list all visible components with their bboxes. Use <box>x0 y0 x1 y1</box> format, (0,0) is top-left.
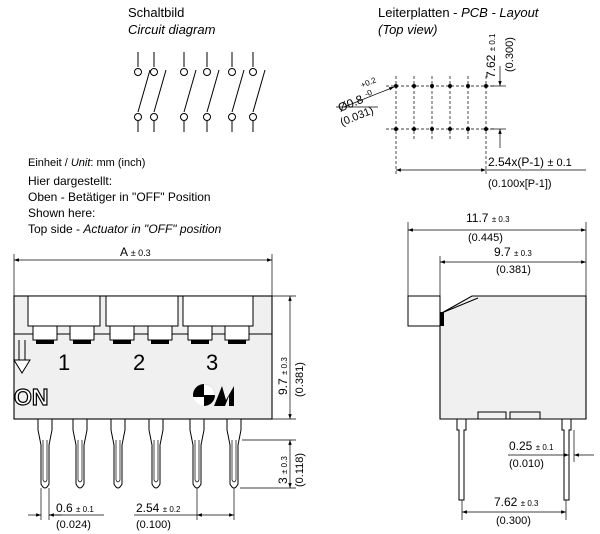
pin-thickness: 0.25 <box>509 439 533 453</box>
top-side-en: Top side - <box>28 222 83 236</box>
actuator-slot <box>182 295 254 327</box>
circuit-title-en: Circuit diagram <box>128 22 216 37</box>
manufacturer-logo-icon <box>193 384 234 407</box>
circuit-switch <box>228 52 266 132</box>
actuators <box>32 325 250 344</box>
side-body-width-tol: ± 0.3 <box>514 249 532 258</box>
side-overall-width-tol: ± 0.3 <box>492 215 510 224</box>
pcb-title-de: Leiterplatten - <box>378 5 461 20</box>
switch-number: 2 <box>133 350 145 375</box>
pcb-hole-grid <box>386 76 496 176</box>
circuit-switch <box>134 52 167 132</box>
pin-pitch-inch: (0.100) <box>136 519 171 531</box>
unit-label-de: Einheit / <box>28 157 71 169</box>
pin-length-inch: (0.118) <box>294 453 306 487</box>
side-body-width-inch: (0.381) <box>496 264 531 276</box>
front-view: A ± 0.3 <box>13 245 306 531</box>
side-actuator <box>407 295 441 327</box>
pin-thickness-tol: ± 0.1 <box>536 443 554 452</box>
circuit-title-de: Schaltbild <box>128 5 184 20</box>
front-height-tol: ± 0.3 <box>280 357 289 375</box>
shown-label-de: Hier dargestellt: <box>28 174 112 188</box>
pin-width-tol: ± 0.1 <box>76 505 94 514</box>
pcb-row-spacing-tol: ± 0.1 <box>488 33 497 51</box>
pin-pitch: 2.54 <box>136 501 160 515</box>
svg-text:7.62 ± 0.1: 7.62 ± 0.1 <box>484 33 498 78</box>
side-row-spacing-inch: (0.300) <box>496 515 531 527</box>
actuator-slot <box>105 295 179 327</box>
svg-text:Leiterplatten - PCB - Layout: Leiterplatten - PCB - Layout <box>378 5 540 20</box>
svg-text:Top side - Actuator in "OFF" p: Top side - Actuator in "OFF" position <box>28 222 222 236</box>
shown-label-en: Shown here: <box>28 206 95 220</box>
pin-length: 3 <box>276 477 290 484</box>
side-overall-width-inch: (0.445) <box>468 232 503 244</box>
side-row-spacing-tol: ± 0.3 <box>521 499 539 508</box>
side-pins <box>456 418 572 501</box>
svg-text:3 ± 0.3: 3 ± 0.3 <box>276 456 290 484</box>
svg-text:0.6 ± 0.1: 0.6 ± 0.1 <box>56 501 94 515</box>
front-height: 9.7 <box>276 378 290 395</box>
side-body-width: 9.7 <box>494 245 511 259</box>
svg-text:0.25 ± 0.1: 0.25 ± 0.1 <box>509 439 554 453</box>
front-height-inch: (0.381) <box>294 362 306 397</box>
actuator-slot <box>27 295 101 327</box>
side-view: 11.7 ± 0.3 (0.445) 9.7 ± 0.3 (0.381) <box>407 211 594 527</box>
pin-width: 0.6 <box>56 501 73 515</box>
pcb-hole-tol-minus: -0 <box>363 88 373 99</box>
front-pins <box>37 418 242 489</box>
side-overall-width: 11.7 <box>466 211 489 225</box>
pcb-row-spacing: 7.62 <box>484 54 498 78</box>
unit-value: : mm (inch) <box>90 157 145 169</box>
side-body <box>439 295 587 420</box>
pin-pitch-tol: ± 0.2 <box>163 505 181 514</box>
circuit-switch <box>180 52 220 132</box>
on-direction-arrow-icon <box>13 340 31 374</box>
circuit-switches <box>134 52 266 132</box>
svg-text:A ± 0.3: A ± 0.3 <box>120 245 151 259</box>
svg-text:2.54 ± 0.2: 2.54 ± 0.2 <box>136 501 181 515</box>
actuator-note-en: Actuator in "OFF" position <box>82 222 221 236</box>
notes: Einheit / Unit: mm (inch) Hier dargestel… <box>28 157 222 236</box>
pcb-row-spacing-inch: (0.300) <box>504 37 516 72</box>
on-label: ON <box>14 384 49 410</box>
front-width-tol: ± 0.3 <box>131 248 151 258</box>
switch-number: 3 <box>206 350 218 375</box>
svg-text:11.7 ± 0.3: 11.7 ± 0.3 <box>466 211 510 225</box>
pcb-pitch-inch: (0.100x[P-1]) <box>488 178 552 190</box>
svg-text:9.7 ± 0.3: 9.7 ± 0.3 <box>276 357 290 395</box>
pcb-layout: Leiterplatten - PCB - Layout (Top view) <box>336 5 586 190</box>
svg-text:7.62 ± 0.3: 7.62 ± 0.3 <box>494 495 539 509</box>
svg-text:2.54x(P-1) ± 0.1: 2.54x(P-1) ± 0.1 <box>488 155 572 169</box>
svg-text:Einheit / Unit: mm (inch): Einheit / Unit: mm (inch) <box>28 157 145 169</box>
svg-text:9.7 ± 0.3: 9.7 ± 0.3 <box>494 245 532 259</box>
pcb-pitch-tol: ± 0.1 <box>547 157 571 169</box>
unit-label-en: Unit <box>71 157 92 169</box>
pcb-title-layout: PCB - Layout <box>461 5 540 20</box>
front-width-label: A <box>120 245 128 259</box>
pin-thickness-inch: (0.010) <box>509 458 544 470</box>
pcb-pitch: 2.54x(P-1) <box>488 155 544 169</box>
side-row-spacing: 7.62 <box>494 495 518 509</box>
pin-length-tol: ± 0.3 <box>280 456 289 474</box>
switch-number: 1 <box>58 350 70 375</box>
top-side-de: Oben - Betätiger in "OFF" Position <box>28 190 211 204</box>
circuit-diagram: Schaltbild Circuit diagram <box>128 5 266 132</box>
pcb-title-view: (Top view) <box>378 22 437 37</box>
pin-width-inch: (0.024) <box>56 519 91 531</box>
